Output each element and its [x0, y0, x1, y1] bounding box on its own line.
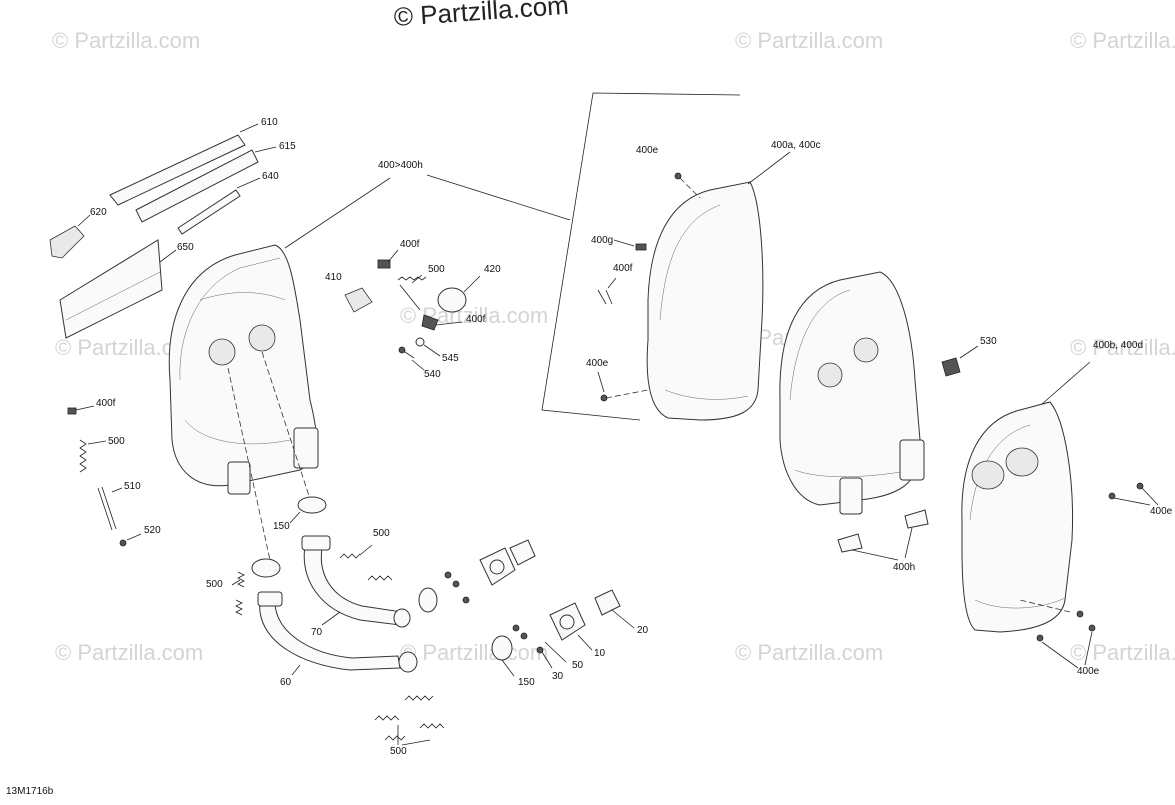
- partzilla-watermark: © Partzilla.com: [1070, 335, 1175, 360]
- callout-400e: 400e: [1077, 666, 1100, 677]
- bolts-30-50: [444, 571, 567, 669]
- callout-400h: 400h: [893, 562, 916, 573]
- heat-shield-panel-650: [59, 239, 177, 339]
- spring-500-top: [397, 274, 427, 311]
- spring-500-left: [79, 439, 107, 473]
- bolts-400e-right: [1019, 482, 1159, 669]
- spring-500-pipes: [231, 544, 393, 616]
- callout-60: 60: [280, 677, 292, 688]
- cap-420: [437, 275, 481, 313]
- callout-500: 500: [108, 436, 125, 447]
- callout-500: 500: [390, 746, 407, 757]
- bolt-520: [119, 533, 142, 547]
- clip-400f-center: [421, 314, 463, 331]
- partzilla-watermark: © Partzilla.com: [735, 640, 884, 665]
- callout-545: 545: [442, 353, 459, 364]
- heat-shield-strip-640: [177, 177, 261, 235]
- callout-500: 500: [206, 579, 223, 590]
- partzilla-watermark: © Partzilla.com: [735, 28, 884, 53]
- heat-shield-strip-610: [109, 123, 259, 206]
- callout-530: 530: [980, 336, 997, 347]
- callout-70: 70: [311, 627, 323, 638]
- muffler-cover-400b: [961, 361, 1091, 633]
- muffler-cover-400a: [646, 151, 791, 421]
- callout-150: 150: [518, 677, 535, 688]
- clip-530: [941, 345, 979, 377]
- callout-50: 50: [572, 660, 584, 671]
- exhaust-pipe-70: [301, 535, 411, 628]
- callout-400f: 400f: [466, 314, 486, 325]
- callout-400e: 400e: [1150, 506, 1173, 517]
- callout-400e: 400e: [636, 145, 659, 156]
- callout-400g: 400g: [591, 235, 614, 246]
- callout-410: 410: [325, 272, 342, 283]
- gasket-150-upper: [289, 496, 327, 524]
- partzilla-watermark: © Partzilla.com: [1070, 28, 1175, 53]
- callout-540: 540: [424, 369, 441, 380]
- spring-bracket-400f: [377, 249, 399, 269]
- callout-500: 500: [428, 264, 445, 275]
- callout-520: 520: [144, 525, 161, 536]
- callout-615: 615: [279, 141, 296, 152]
- springs-500-bottom: [374, 695, 445, 746]
- callout-610: 610: [261, 117, 278, 128]
- rod-510: [97, 486, 123, 531]
- muffler-detail-frame: [541, 92, 741, 421]
- washer-545: [415, 337, 441, 357]
- flange-10-lower: [549, 589, 635, 651]
- heat-shield-strip-615: [135, 146, 277, 223]
- bolt-400e-frame: [597, 172, 682, 402]
- clip-620: [49, 214, 91, 259]
- callout-400a-400c: 400a, 400c: [771, 140, 821, 151]
- callout-650: 650: [177, 242, 194, 253]
- gasket-150-lower: [251, 558, 281, 578]
- callout-150: 150: [273, 521, 290, 532]
- callout-500: 500: [373, 528, 390, 539]
- callout-510: 510: [124, 481, 141, 492]
- callout-400f: 400f: [613, 263, 633, 274]
- gasket-150-right: [418, 587, 515, 677]
- flange-10-upper: [479, 539, 536, 586]
- callout-620: 620: [90, 207, 107, 218]
- callout-20: 20: [637, 625, 649, 636]
- clip-400g: [613, 239, 647, 251]
- callout-30: 30: [552, 671, 564, 682]
- callout-400b-400d: 400b, 400d: [1093, 340, 1144, 351]
- callout-400e: 400e: [586, 358, 609, 369]
- callout-400-400h: 400>400h: [378, 160, 423, 171]
- diagram-code: 13M1716b: [6, 786, 54, 797]
- callout-10: 10: [594, 648, 606, 659]
- partzilla-watermark: © Partzilla.com: [55, 640, 204, 665]
- callout-400f: 400f: [400, 239, 420, 250]
- callout-420: 420: [484, 264, 501, 275]
- exhaust-pipe-60: [257, 591, 418, 676]
- bracket-410: [344, 287, 373, 313]
- partzilla-watermark: © Partzilla.com: [400, 640, 549, 665]
- bumpers-400h: [837, 509, 929, 561]
- callout-400f: 400f: [96, 398, 116, 409]
- clip-400f-left: [67, 405, 95, 415]
- muffler-body-center-right: [779, 271, 925, 515]
- bolt-540: [398, 346, 425, 371]
- muffler-assembly-left: [168, 177, 391, 561]
- partzilla-watermark: © Partzilla.com: [52, 28, 201, 53]
- clip-400f-right: [597, 277, 617, 305]
- callout-640: 640: [262, 171, 279, 182]
